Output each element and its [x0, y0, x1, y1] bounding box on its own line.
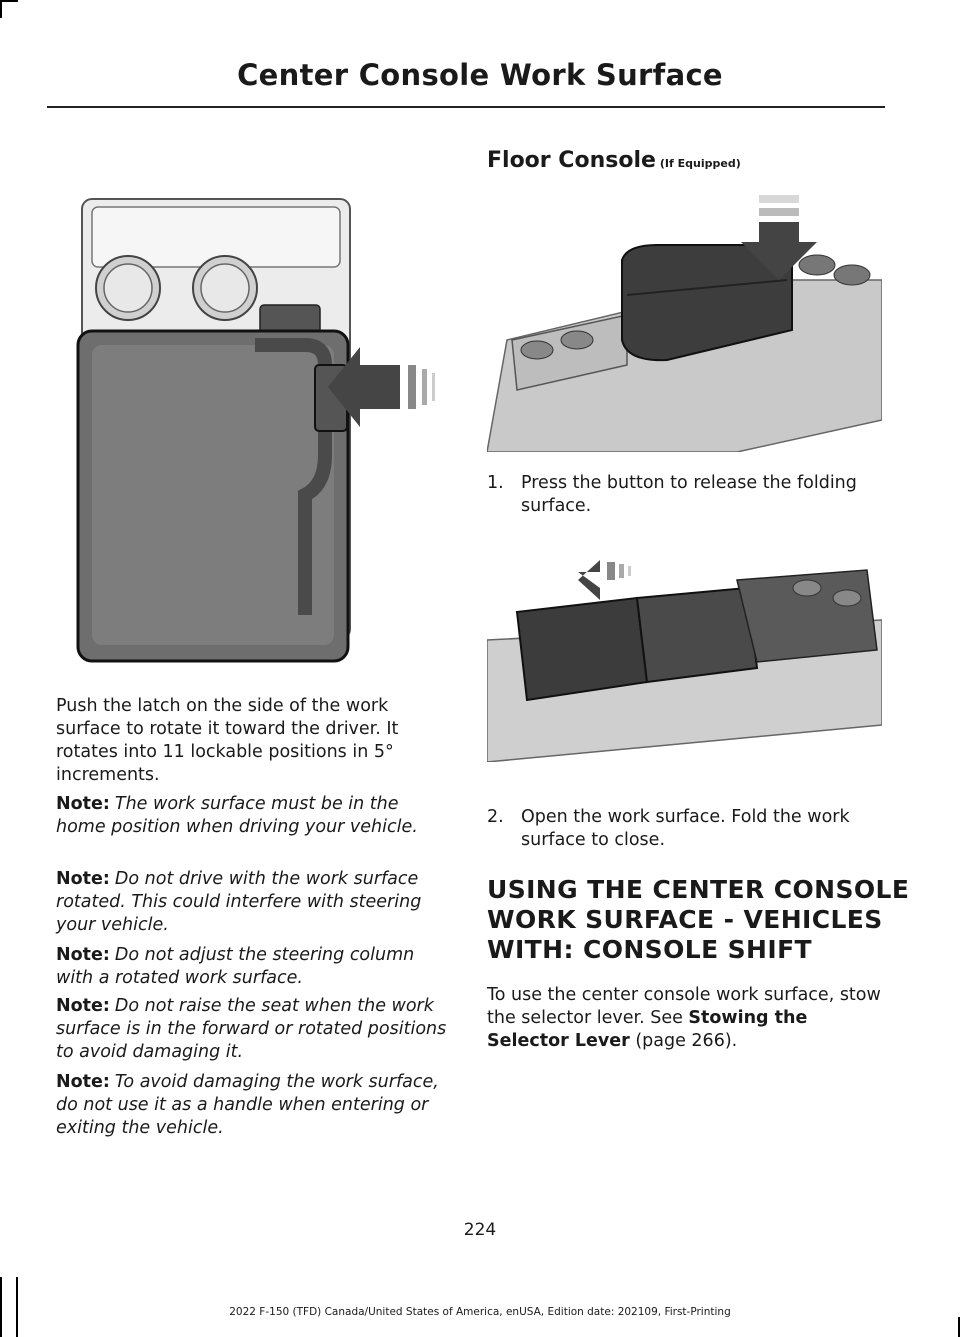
note-2: Note:Do not drive with the work surface …: [56, 868, 446, 937]
section-qualifier: (If Equipped): [659, 157, 741, 170]
console-shift-paragraph: To use the center console work surface, …: [487, 984, 882, 1053]
crop-mark: [16, 1277, 18, 1337]
step-number: 2.: [487, 807, 504, 827]
section-heading-line: WITH: CONSOLE SHIFT: [487, 935, 813, 964]
section-title: Floor Console: [487, 148, 656, 173]
note-1: Note:The work surface must be in the hom…: [56, 793, 446, 839]
note-label: Note:: [56, 794, 110, 814]
step-2: 2. Open the work surface. Fold the work …: [487, 806, 887, 854]
note-text: The work surface must be in the home pos…: [56, 794, 418, 837]
note-5: Note:To avoid damaging the work surface,…: [56, 1071, 451, 1140]
section-heading: Floor Console(If Equipped): [487, 148, 741, 173]
note-label: Note:: [56, 1072, 110, 1092]
note-text: Do not raise the seat when the work surf…: [56, 996, 447, 1062]
work-surface-illustration: [70, 195, 440, 665]
step-text: Open the work surface. Fold the work sur…: [521, 807, 850, 850]
section-heading-line: WORK SURFACE - VEHICLES: [487, 905, 883, 934]
step-number: 1.: [487, 473, 504, 493]
note-label: Note:: [56, 945, 110, 965]
crop-mark: [0, 0, 18, 2]
cross-reference-link[interactable]: Stowing the Selector Lever: [487, 1008, 808, 1051]
note-4: Note:Do not raise the seat when the work…: [56, 995, 451, 1064]
step-text: Press the button to release the folding …: [521, 473, 857, 516]
crop-mark: [958, 1317, 960, 1337]
page-number: 224: [463, 1220, 497, 1240]
page-reference: (page 266).: [629, 1031, 738, 1051]
note-label: Note:: [56, 869, 110, 889]
step-1: 1. Press the button to release the foldi…: [487, 472, 887, 520]
crop-mark: [0, 1277, 2, 1337]
intro-paragraph: Push the latch on the side of the work s…: [56, 696, 399, 785]
note-text: Do not drive with the work surface rotat…: [56, 869, 422, 935]
note-text: To avoid damaging the work surface, do n…: [56, 1072, 439, 1138]
note-3: Note:Do not adjust the steering column w…: [56, 944, 446, 990]
body-text: To use the center console work surface, …: [487, 985, 881, 1028]
crop-mark: [0, 0, 2, 18]
floor-console-open-illustration: [487, 550, 882, 762]
header-divider: [47, 106, 885, 108]
page-title: Center Console Work Surface: [237, 58, 723, 92]
note-text: Do not adjust the steering column with a…: [56, 945, 415, 988]
note-label: Note:: [56, 996, 110, 1016]
footer-text: 2022 F-150 (TFD) Canada/United States of…: [229, 1306, 731, 1318]
section-heading-line: USING THE CENTER CONSOLE: [487, 875, 910, 904]
floor-console-closed-illustration: [487, 190, 882, 452]
